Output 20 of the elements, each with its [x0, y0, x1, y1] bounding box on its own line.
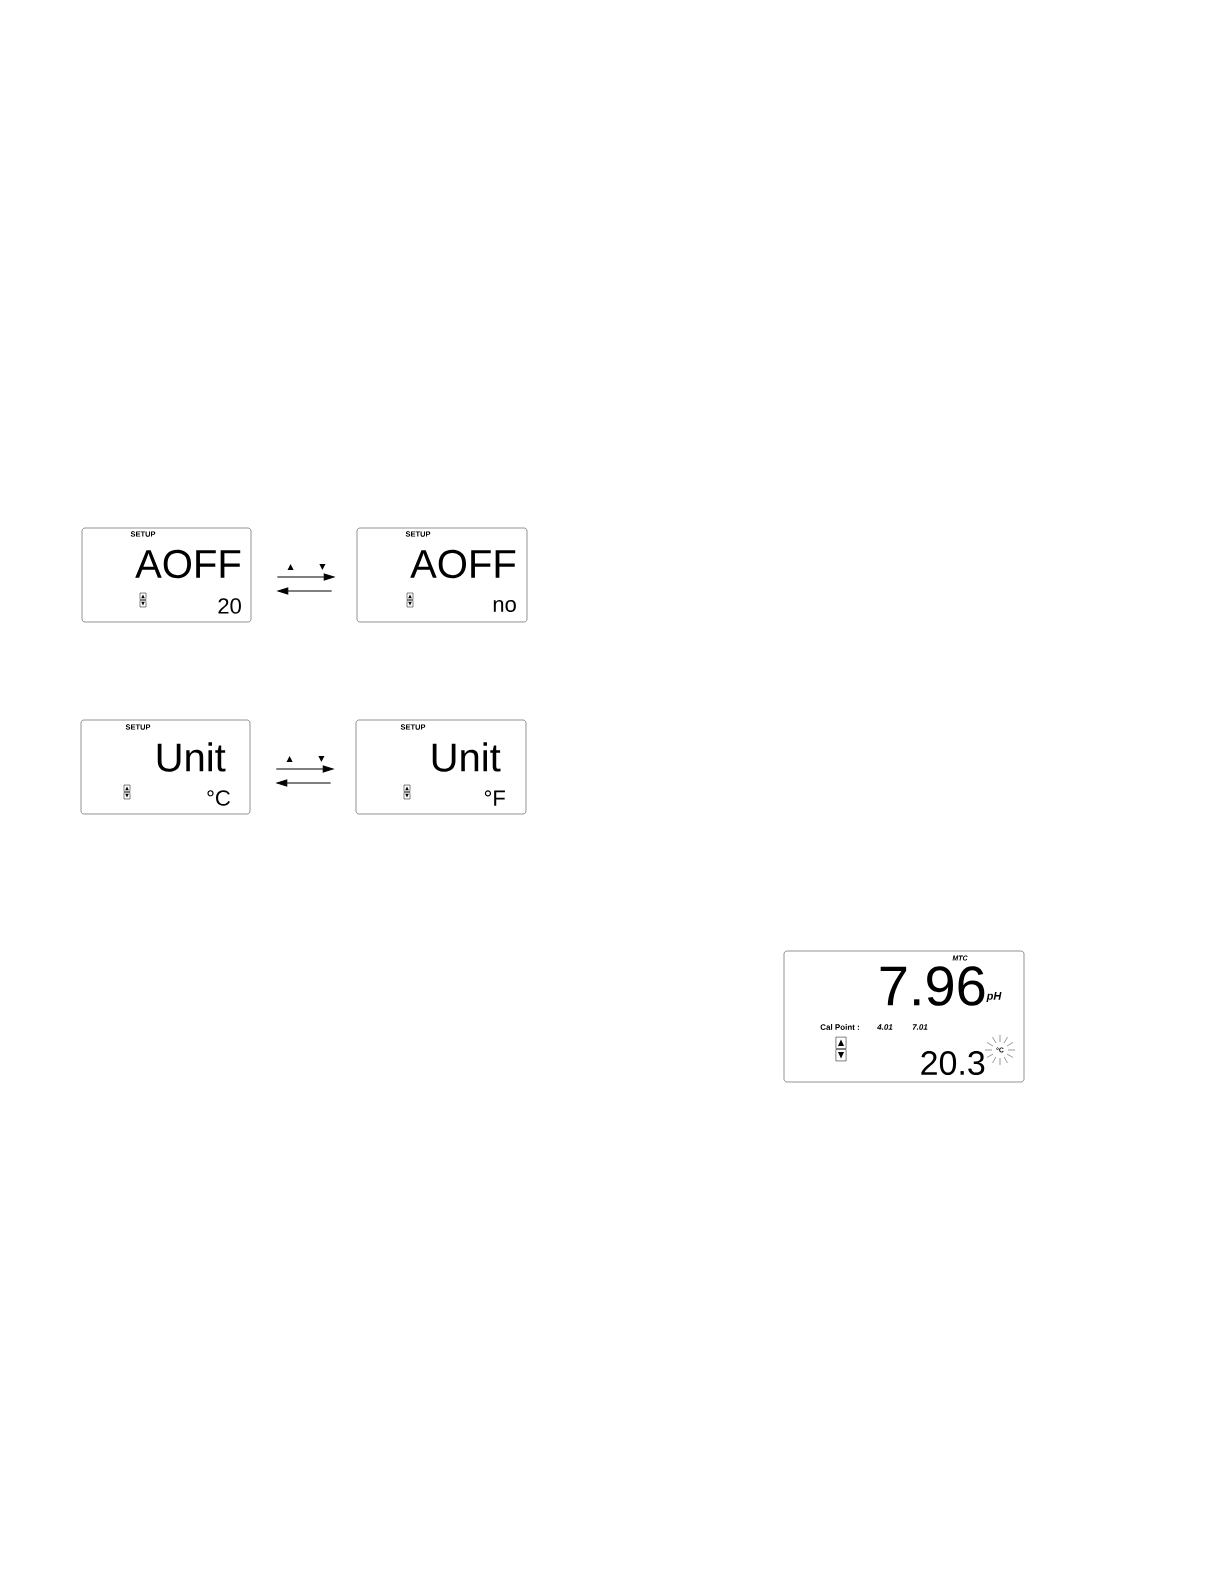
display-label: 7.01	[912, 1024, 928, 1030]
unit-label: pH	[986, 992, 1002, 1002]
edge-label: ▲ ▼	[286, 755, 325, 763]
edge-label: ▲ ▼	[287, 563, 326, 571]
segment-readout: no	[493, 600, 516, 613]
arrow	[277, 587, 333, 595]
arrow	[275, 765, 334, 773]
segment-readout: °C	[207, 790, 230, 806]
segment-readout: Unit	[432, 742, 501, 772]
display-label: Cal Point :	[820, 1024, 859, 1030]
segment-readout: °F	[484, 790, 505, 806]
segment-readout: Unit	[157, 742, 226, 772]
arrow	[276, 573, 335, 581]
segment-readout: AOFF	[135, 549, 241, 579]
display-label: 4.01	[877, 1024, 893, 1030]
segment-readout: 20.3	[921, 1050, 985, 1076]
segment-readout: 20	[218, 598, 241, 614]
segment-readout: AOFF	[410, 549, 516, 579]
arrow	[276, 779, 332, 787]
segment-readout: 7.96	[880, 966, 985, 1006]
